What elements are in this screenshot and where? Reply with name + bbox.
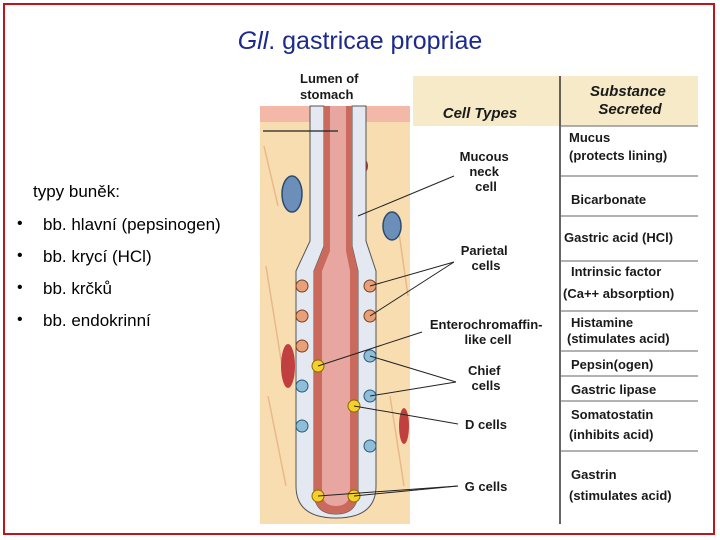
list-item: bb. endokrinní bbox=[43, 311, 151, 330]
parietal-cell bbox=[295, 339, 309, 353]
column-header-cell-types: Cell Types bbox=[443, 105, 517, 122]
table-row-lines bbox=[560, 125, 698, 452]
list-item: bb. krčků bbox=[43, 279, 112, 298]
substance-histamine: Histamine (stimulates acid) bbox=[567, 315, 670, 346]
list-item: bb. krycí (HCl) bbox=[43, 247, 152, 266]
blood-vessel bbox=[382, 211, 402, 241]
table-header bbox=[413, 76, 698, 126]
substance-somatostatin: Somatostatin (inhibits acid) bbox=[569, 407, 657, 442]
substance-gastric-lipase: Gastric lipase bbox=[571, 382, 656, 397]
label-chief-cells: Chief cells bbox=[468, 363, 504, 393]
bullet-marker: • bbox=[17, 311, 23, 328]
parietal-cell bbox=[295, 279, 309, 293]
leader-line bbox=[369, 261, 455, 317]
label-parietal-cells: Parietal cells bbox=[461, 243, 512, 273]
substance-intrinsic-factor: Intrinsic factor (Ca++ absorption) bbox=[563, 264, 674, 301]
list-item: bb. hlavní (pepsinogen) bbox=[43, 215, 221, 234]
leader-line bbox=[317, 331, 423, 367]
slide-frame bbox=[3, 3, 715, 535]
cell-types-heading: typy buněk: bbox=[33, 182, 120, 201]
tissue-fibers bbox=[263, 145, 409, 487]
bullet-marker: • bbox=[17, 247, 23, 264]
label-d-cells: D cells bbox=[465, 417, 507, 432]
bullet-marker: • bbox=[17, 215, 23, 232]
gastric-gland-diagram: Lumen of stomach Cell Types Substance Se… bbox=[260, 71, 700, 524]
title-rest: . gastricae propriae bbox=[268, 27, 483, 55]
leader-line bbox=[369, 381, 457, 397]
substance-gastrin: Gastrin (stimulates acid) bbox=[569, 467, 672, 503]
leader-line bbox=[353, 405, 459, 425]
chief-cell bbox=[295, 379, 309, 393]
gastric-gland bbox=[295, 105, 377, 519]
blood-vessel bbox=[281, 175, 303, 213]
substance-mucus: Mucus (protects lining) bbox=[569, 130, 667, 163]
leader-line bbox=[357, 175, 455, 217]
column-header-substance: Substance Secreted bbox=[590, 83, 670, 118]
substance-gastric-acid: Gastric acid (HCl) bbox=[564, 230, 673, 245]
title-gl: Gll bbox=[237, 27, 269, 55]
label-enterochromaffin-like-cell: Enterochromaffin- like cell bbox=[430, 317, 546, 347]
chief-cell bbox=[295, 419, 309, 433]
label-g-cells: G cells bbox=[465, 479, 508, 494]
substance-pepsinogen: Pepsin(ogen) bbox=[571, 357, 653, 372]
leader-line bbox=[369, 261, 455, 287]
table-background bbox=[410, 76, 700, 524]
parietal-cell bbox=[295, 309, 309, 323]
label-mucous-neck-cell: Mucous neck cell bbox=[460, 149, 513, 194]
lumen-label: Lumen of stomach bbox=[300, 71, 362, 102]
blood-vessel bbox=[399, 408, 409, 444]
leader-line bbox=[369, 355, 457, 383]
slide-title: Gll. gastricae propriae bbox=[0, 27, 720, 56]
leader-lines bbox=[317, 175, 459, 497]
blood-vessel bbox=[281, 344, 295, 388]
substance-bicarbonate: Bicarbonate bbox=[571, 192, 646, 207]
bullet-marker: • bbox=[17, 279, 23, 296]
gland-lumen-inner bbox=[322, 106, 350, 506]
leader-line bbox=[317, 485, 459, 497]
chief-cell bbox=[363, 439, 377, 453]
